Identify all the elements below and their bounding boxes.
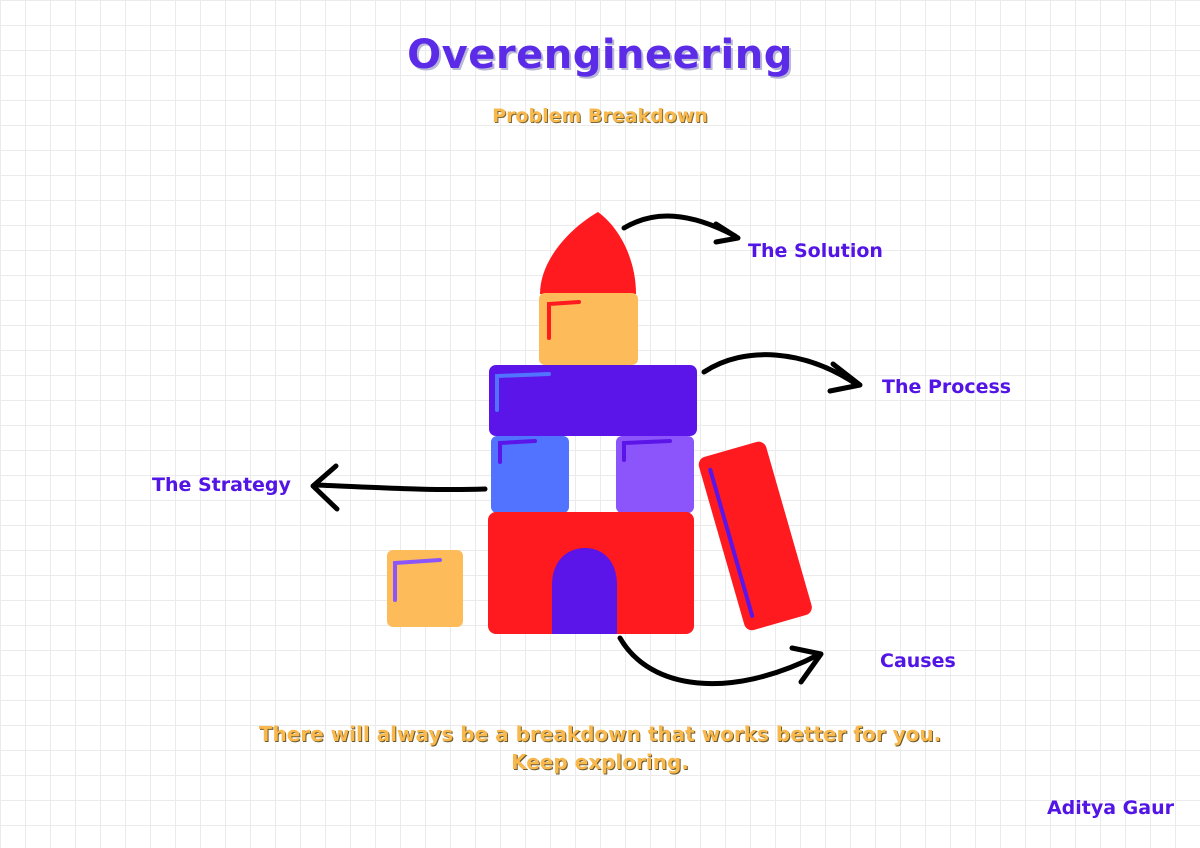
arrow-to-process [701,352,859,387]
arrowhead-strategy [310,463,340,512]
footer-line-1: There will always be a breakdown that wo… [258,722,942,746]
highlight-mark [547,300,581,340]
arrowhead-process [827,361,863,394]
purple-beam-block [489,365,697,436]
label-solution: The Solution [748,240,883,262]
highlight-mark [393,558,442,602]
highlight-mark [498,439,537,464]
arrow-to-strategy [313,482,488,493]
highlight-mark [622,439,672,462]
tilted-red-block [698,441,812,631]
footer-line-2: Keep exploring. [511,750,689,774]
arrowhead-solution [713,221,741,245]
page-subtitle: Problem Breakdown [492,105,708,127]
orange-small-block [387,550,463,627]
roof-triangle-block [540,212,636,294]
label-strategy: The Strategy [152,474,291,496]
highlight-mark [495,372,551,412]
arrowhead-causes [789,645,824,685]
author-name: Aditya Gaur [1046,797,1174,819]
arch-door [552,548,617,634]
label-causes: Causes [880,650,956,672]
label-process: The Process [882,376,1012,398]
orange-top-block [539,293,638,365]
arrow-to-causes [617,635,821,687]
page-title: Overengineering [407,32,793,78]
blue-block [491,436,569,513]
violet-block [616,436,694,513]
